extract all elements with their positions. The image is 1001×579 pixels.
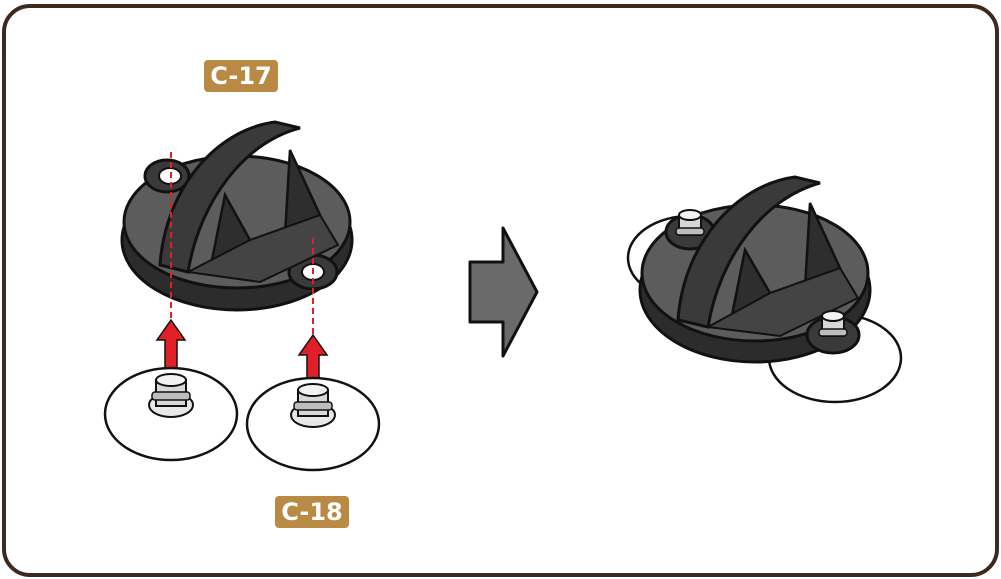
part-label-c18: C-18 (275, 496, 349, 528)
suction-cup-right (245, 376, 381, 472)
mount-fin-center (158, 120, 301, 274)
mount-base-c17 (120, 120, 354, 312)
part-label-c17-text: C-17 (210, 62, 272, 90)
part-label-c18-text: C-18 (281, 498, 343, 526)
alignment-guides (170, 152, 314, 336)
up-arrow-icon (155, 318, 187, 373)
right-arrow-icon (468, 226, 539, 358)
assembled-mount (626, 175, 903, 404)
stud-left (675, 209, 705, 236)
suction-cup-left (103, 366, 239, 462)
stud-right (818, 310, 848, 337)
part-label-c17: C-17 (204, 60, 278, 92)
